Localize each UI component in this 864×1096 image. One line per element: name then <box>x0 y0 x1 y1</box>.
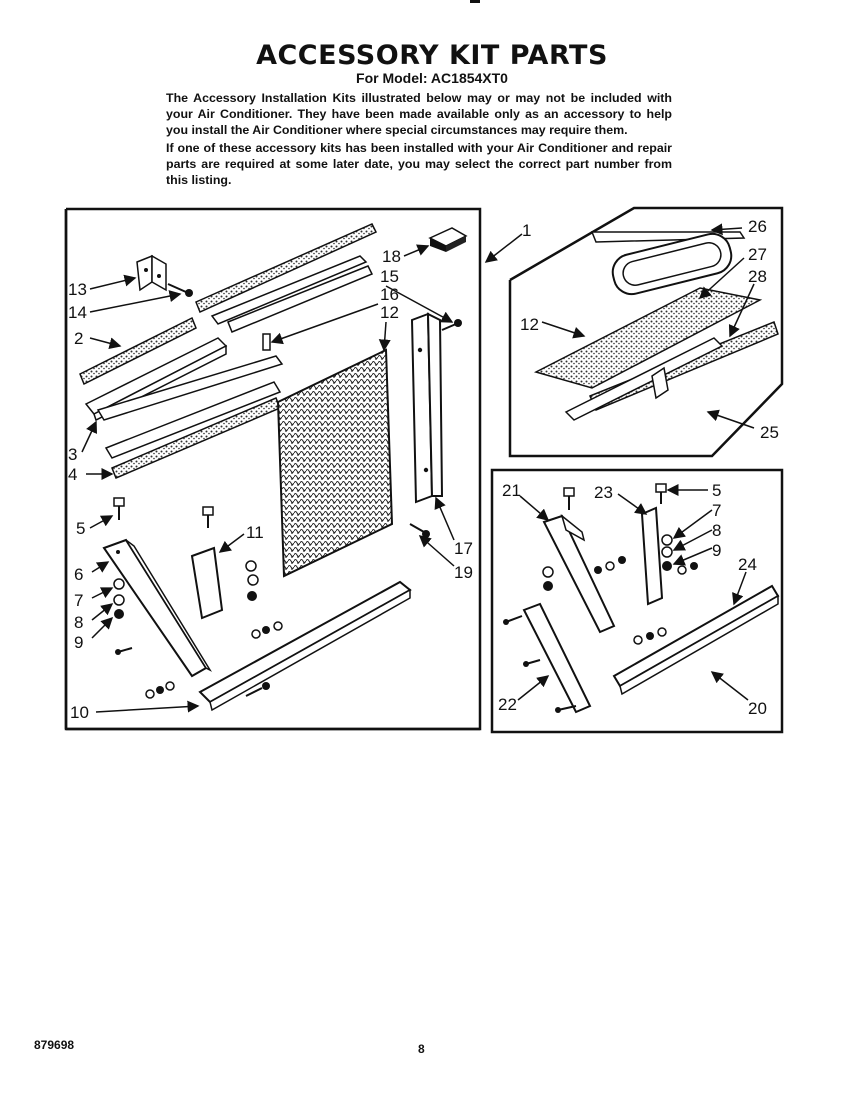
washers-left <box>113 578 125 619</box>
washers-center <box>245 560 283 639</box>
callout-6: 6 <box>74 565 83 584</box>
leader-lines-bottom-right <box>517 484 749 701</box>
rail-24 <box>612 584 780 696</box>
support-bracket-6 <box>102 538 213 678</box>
callout-7-right: 7 <box>712 501 721 520</box>
callout-9-left: 9 <box>74 633 83 652</box>
intro-text: The Accessory Installation Kits illustra… <box>166 90 672 190</box>
intro-paragraph-2: If one of these accessory kits has been … <box>166 141 672 187</box>
callout-9-right: 9 <box>712 541 721 560</box>
callout-3: 3 <box>68 445 77 464</box>
top-foam-strip <box>195 223 378 314</box>
callout-15: 15 <box>380 267 399 286</box>
foam-strip-2 <box>79 316 197 386</box>
callout-21: 21 <box>502 481 521 500</box>
gasket-loop <box>611 232 733 296</box>
callout-13: 13 <box>68 280 87 299</box>
callout-18: 18 <box>382 247 401 266</box>
bracket-11 <box>190 506 224 620</box>
callout-8-right: 8 <box>712 521 721 540</box>
callout-19: 19 <box>454 563 473 582</box>
page-number: 8 <box>418 1042 425 1056</box>
callout-12-right: 12 <box>520 315 539 334</box>
intro-paragraph-1: The Accessory Installation Kits illustra… <box>166 91 672 137</box>
callout-10: 10 <box>70 703 89 722</box>
channel-28 <box>564 337 724 421</box>
callout-28: 28 <box>748 267 767 286</box>
callout-16: 16 <box>380 285 399 304</box>
callout-1: 1 <box>522 221 531 240</box>
leader-lines-top-right <box>484 223 755 429</box>
callout-23: 23 <box>594 483 613 502</box>
left-kit-panel <box>64 207 482 731</box>
model-subtitle: For Model: AC1854XT0 <box>356 70 508 86</box>
filter-panel-12 <box>276 348 394 578</box>
callout-24: 24 <box>738 555 757 574</box>
callout-2: 2 <box>74 329 83 348</box>
long-channel-16 <box>96 355 284 421</box>
washers-right <box>542 534 698 591</box>
screw-5-left <box>113 497 125 520</box>
callout-17: 17 <box>454 539 473 558</box>
upper-channel <box>210 255 374 333</box>
screw-14 <box>167 283 193 297</box>
mounting-bracket-13 <box>136 254 167 292</box>
callout-5-left: 5 <box>76 519 85 538</box>
screw-15 <box>441 319 462 331</box>
callout-7-left: 7 <box>74 591 83 610</box>
callout-22: 22 <box>498 695 517 714</box>
screw-19 <box>409 523 430 538</box>
bottom-rail-10 <box>198 580 412 712</box>
callout-5-right: 5 <box>712 481 721 500</box>
callout-12-left: 12 <box>380 303 399 322</box>
callout-11: 11 <box>246 523 264 542</box>
bracket-21 <box>542 487 616 634</box>
callout-4: 4 <box>68 465 77 484</box>
block-18 <box>428 227 468 252</box>
callout-8-left: 8 <box>74 613 83 632</box>
top-right-kit-panel <box>484 206 784 458</box>
callout-27: 27 <box>748 245 767 264</box>
callout-20: 20 <box>748 699 767 718</box>
callout-labels: 13 14 2 3 4 5 6 7 8 9 10 11 12 15 16 17 … <box>68 217 779 722</box>
top-mark <box>470 0 480 3</box>
page-title: ACCESSORY KIT PARTS <box>256 40 608 71</box>
washers-bottom <box>115 647 270 699</box>
bottom-right-kit-panel <box>490 468 784 734</box>
bracket-23 <box>640 483 667 606</box>
lower-channel <box>104 381 282 459</box>
document-number: 879698 <box>34 1038 75 1052</box>
callout-26: 26 <box>748 217 767 236</box>
side-post-17 <box>410 312 444 504</box>
callout-14: 14 <box>68 303 87 322</box>
screw-16 <box>262 333 271 351</box>
callout-25: 25 <box>760 423 779 442</box>
leader-lines-left <box>81 244 455 713</box>
bracket-22 <box>503 602 592 714</box>
